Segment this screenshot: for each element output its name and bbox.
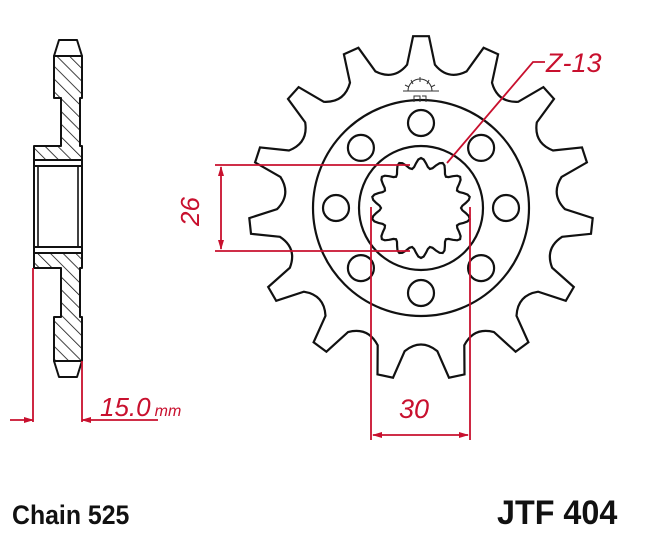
offset-dimension xyxy=(10,268,158,423)
pitch-circle xyxy=(311,98,531,318)
bolt-hole xyxy=(491,193,521,223)
part-number-label: JTF 404 xyxy=(497,494,618,532)
bolt-hole xyxy=(346,133,375,162)
hub-bore xyxy=(33,159,83,254)
bolt-hole xyxy=(406,108,436,138)
spline-height-label: 26 xyxy=(174,197,205,226)
spline-height-dimension xyxy=(215,164,410,252)
bolt-hole xyxy=(321,193,351,223)
teeth-count-leader xyxy=(446,61,545,164)
upper-hatched-section xyxy=(33,55,83,161)
teeth-count-label: Z-13 xyxy=(546,48,602,78)
bolt-holes xyxy=(321,108,521,308)
spline-width-label: 30 xyxy=(399,394,430,424)
chain-size-label: Chain 525 xyxy=(12,500,130,530)
bolt-hole xyxy=(467,254,496,283)
offset-unit: mm xyxy=(154,403,182,420)
spline-width-dimension xyxy=(370,207,471,440)
bolt-hole xyxy=(406,278,436,308)
top-tooth-tip xyxy=(53,39,83,57)
sun-logo-icon xyxy=(403,77,439,102)
sprocket-front-view xyxy=(248,35,594,379)
side-section-view xyxy=(33,39,83,378)
bottom-tooth-tip xyxy=(53,360,83,378)
bolt-hole xyxy=(346,254,375,283)
lower-hatched-section xyxy=(33,252,83,362)
bolt-hole xyxy=(467,133,496,162)
offset-value: 15.0 xyxy=(100,392,151,422)
inner-hub-circle xyxy=(357,144,485,272)
sprocket-teeth-outline xyxy=(248,35,594,379)
spline-bore xyxy=(371,156,471,260)
